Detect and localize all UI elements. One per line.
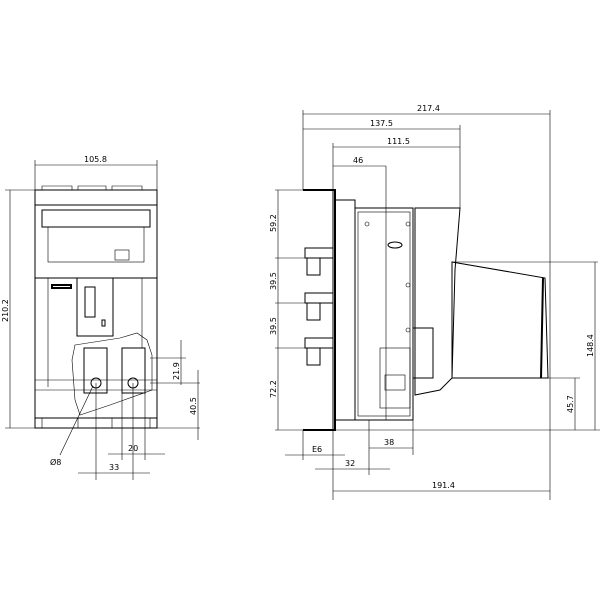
dim-39-5-b: 39.5	[269, 317, 278, 335]
dim-210-2: 210.2	[1, 299, 10, 322]
dim-40-5: 40.5	[189, 397, 198, 415]
dim-59-2: 59.2	[269, 214, 278, 232]
dim-46: 46	[353, 156, 363, 165]
dim-45-7: 45.7	[566, 395, 575, 413]
terminal-left	[83, 347, 108, 394]
dim-111-5: 111.5	[387, 137, 410, 146]
front-upper-panel	[41, 209, 151, 228]
side-dimensions: 217.4 137.5 111.5 46 59.2 39.5 39.5 72.2…	[269, 104, 600, 500]
dim-105-8: 105.8	[84, 155, 107, 164]
side-cover	[414, 207, 461, 396]
dim-72-2: 72.2	[269, 380, 278, 398]
dim-21-9: 21.9	[172, 362, 181, 380]
front-view	[34, 185, 158, 429]
side-view	[303, 166, 549, 431]
dim-33: 33	[109, 463, 119, 472]
side-handle	[451, 261, 549, 379]
terminal-right	[121, 347, 146, 394]
dim-20: 20	[128, 444, 138, 453]
dim-217-4: 217.4	[417, 104, 440, 113]
dim-diameter-8: Ø8	[50, 457, 61, 467]
dim-191-4: 191.4	[432, 481, 455, 490]
dim-148-4: 148.4	[586, 334, 595, 357]
dim-e6: E6	[312, 445, 322, 454]
dim-137-5: 137.5	[370, 119, 393, 128]
side-body	[354, 207, 414, 421]
label-plate	[51, 284, 72, 289]
front-dimensions: 105.8 210.2 21.9 40.5 20 33 Ø8	[1, 155, 200, 480]
dim-39-5-a: 39.5	[269, 272, 278, 290]
dim-38: 38	[384, 438, 394, 447]
dim-32: 32	[345, 459, 355, 468]
indicator-grid	[114, 249, 130, 261]
handle-window	[76, 277, 114, 337]
front-top-band	[34, 189, 158, 206]
